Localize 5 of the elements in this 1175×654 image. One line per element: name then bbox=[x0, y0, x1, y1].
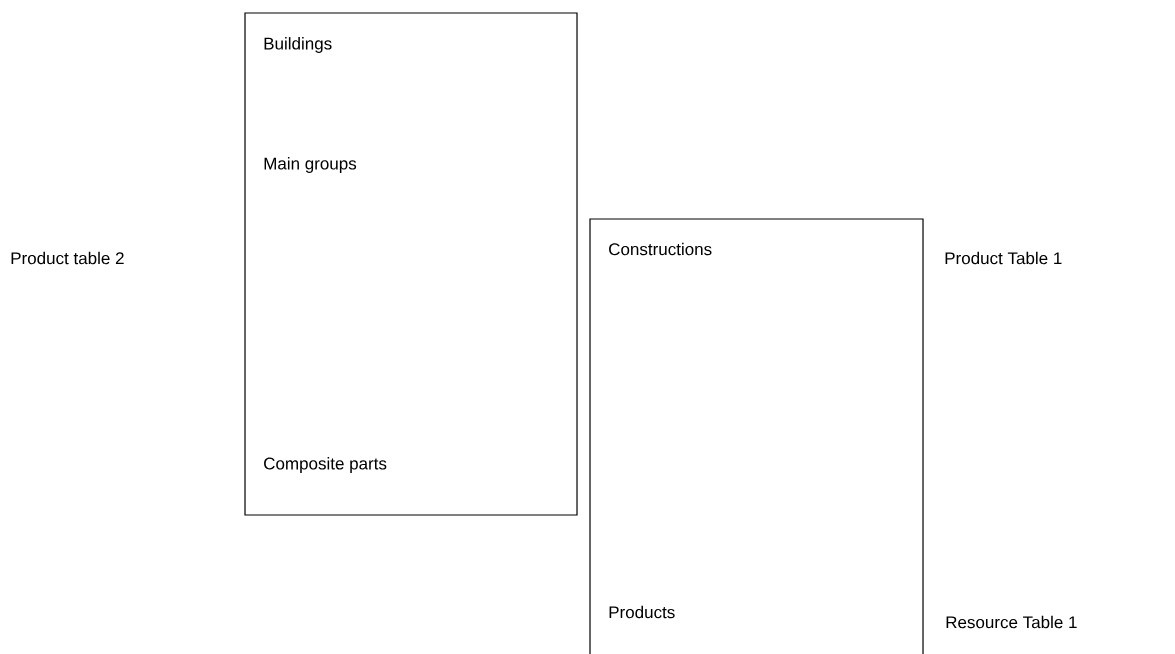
table-label: Product table 2 bbox=[11, 251, 124, 265]
table-label: Product Table 1 bbox=[945, 251, 1062, 265]
table-box: Buildings Main groups Composite parts bbox=[244, 12, 578, 516]
table-box: Constructions Products bbox=[589, 218, 924, 654]
table-label: Resource Table 1 bbox=[946, 615, 1077, 629]
